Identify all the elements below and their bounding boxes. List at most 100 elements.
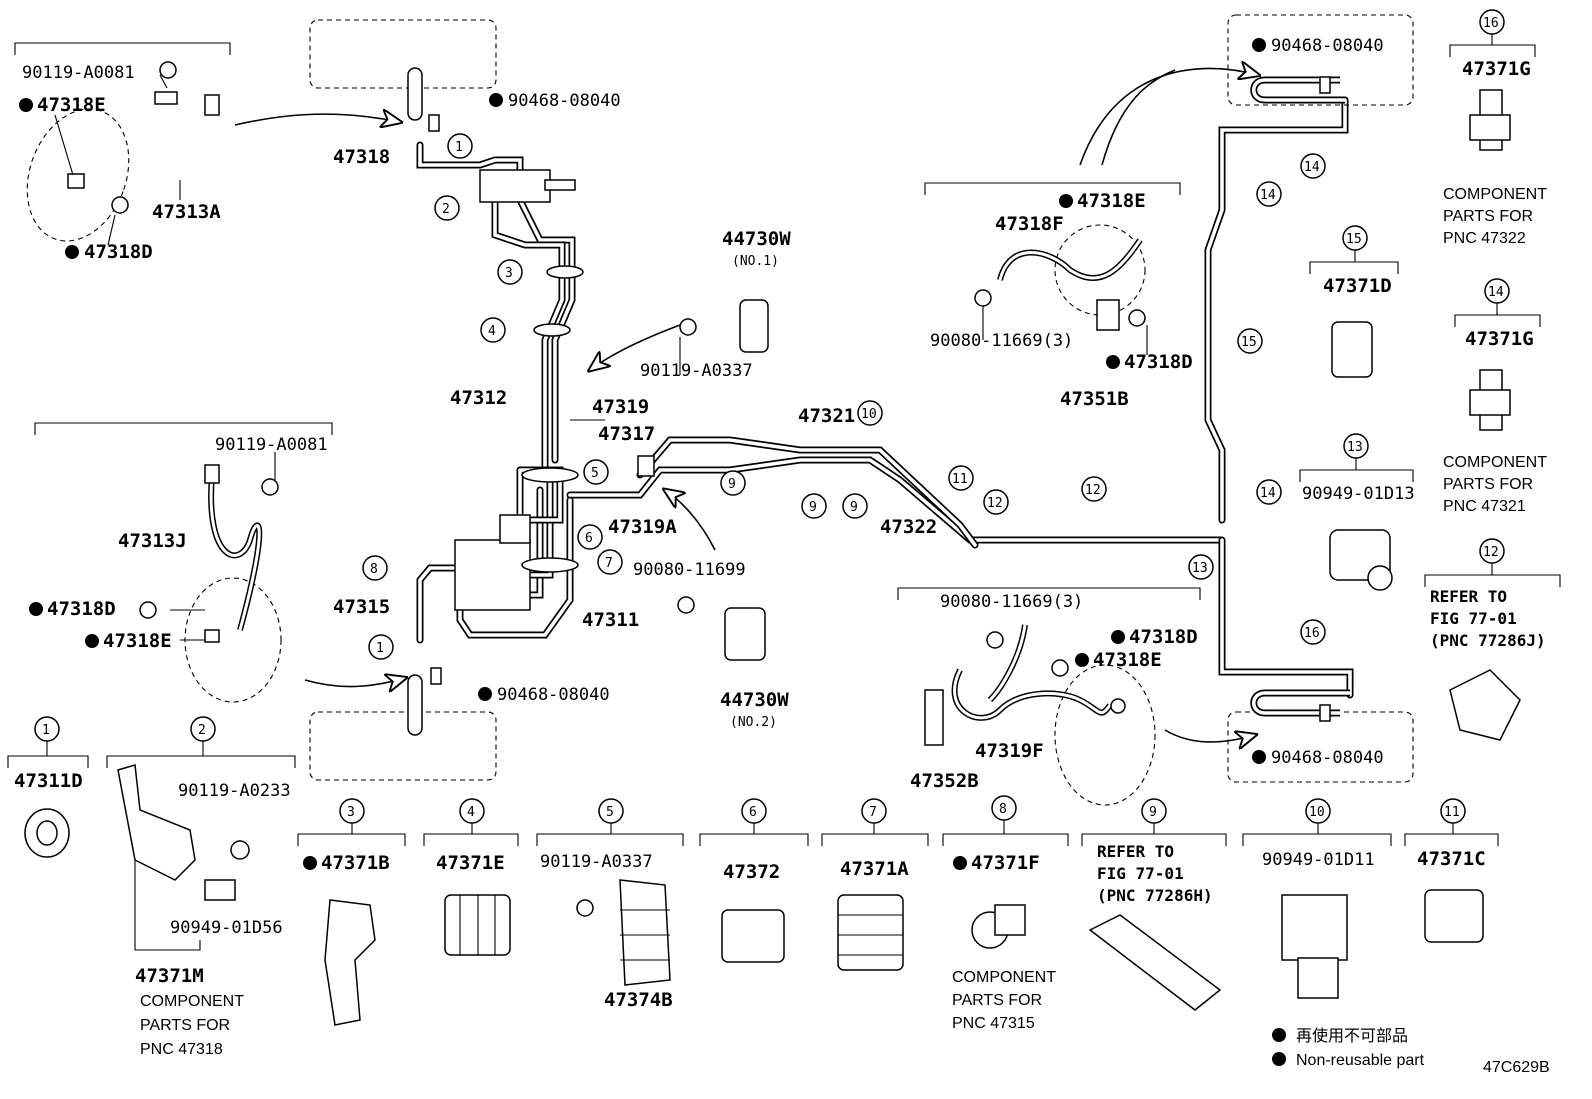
group-main-lines: 47318 90468-08040 47312 47319 47317 4731… [309, 19, 1354, 781]
figure-code: 47C629B [1483, 1059, 1550, 1076]
callout[interactable]: 2 [434, 195, 460, 221]
callout[interactable]: 7 [597, 549, 623, 575]
bolt-icon [974, 289, 992, 307]
label-90080-11669-3[interactable]: 90080-11669(3) [930, 331, 1073, 351]
callout[interactable]: 13 [1188, 554, 1214, 580]
svg-text:15: 15 [1346, 232, 1362, 247]
callout[interactable]: 12 [983, 489, 1009, 515]
callout[interactable]: 14 [1256, 181, 1282, 207]
nonreusable-dot [1252, 750, 1266, 764]
label-90119-A0337[interactable]: 90119-A0337 [640, 361, 753, 381]
label-no1: (NO.1) [732, 254, 779, 269]
callout[interactable]: 11 [948, 465, 974, 491]
callout[interactable]: 9 [842, 493, 868, 519]
svg-text:REFER TO: REFER TO [1097, 842, 1174, 861]
part-47371C[interactable]: 47371C [1417, 848, 1486, 870]
label-44730W-no1[interactable]: 44730W [722, 228, 791, 250]
label-47318E[interactable]: 47318E [37, 94, 106, 116]
part-47371G[interactable]: 47371G [1462, 58, 1531, 80]
label-47321[interactable]: 47321 [798, 405, 855, 427]
part-90119-A0233[interactable]: 90119-A0233 [178, 781, 291, 801]
svg-text:12: 12 [987, 496, 1003, 511]
label-90080-11699[interactable]: 90080-11699 [633, 560, 746, 580]
part-47371E[interactable]: 47371E [436, 852, 505, 874]
label-47352B[interactable]: 47352B [910, 770, 979, 792]
label-47318D[interactable]: 47318D [1129, 626, 1198, 648]
label-47318E[interactable]: 47318E [103, 630, 172, 652]
clamp-47372 [721, 909, 785, 963]
label-47313J[interactable]: 47313J [118, 530, 187, 552]
clip-icon [1110, 698, 1126, 714]
nonreusable-dot [478, 687, 492, 701]
callout[interactable]: 6 [577, 524, 603, 550]
nonreusable-dot [1059, 194, 1073, 208]
callout[interactable]: 1 [447, 133, 473, 159]
label-47312[interactable]: 47312 [450, 387, 507, 409]
part-47371M[interactable]: 47371M [135, 965, 204, 987]
label-47318E[interactable]: 47318E [1093, 649, 1162, 671]
svg-text:4: 4 [467, 805, 475, 820]
part-47374B[interactable]: 47374B [604, 989, 673, 1011]
part-47372[interactable]: 47372 [723, 861, 780, 883]
label-90119-A0081[interactable]: 90119-A0081 [22, 63, 135, 83]
junction-block [637, 455, 655, 477]
callout[interactable]: 14 [1300, 153, 1326, 179]
callout[interactable]: 4 [480, 317, 506, 343]
label-90468-08040[interactable]: 90468-08040 [1271, 36, 1384, 56]
part-90949-01D56[interactable]: 90949-01D56 [170, 918, 283, 938]
callout[interactable]: 9 [720, 470, 746, 496]
part-47371G[interactable]: 47371G [1465, 328, 1534, 350]
detail-1: 1 47311D [7, 716, 89, 858]
label-47318D[interactable]: 47318D [1124, 351, 1193, 373]
part-47311D[interactable]: 47311D [14, 770, 83, 792]
detail-2: 2 90119-A0233 90949-01D56 47371M COMPONE… [106, 716, 296, 1058]
label-47318E[interactable]: 47318E [1077, 190, 1146, 212]
label-47318[interactable]: 47318 [333, 146, 390, 168]
label-90468-08040[interactable]: 90468-08040 [1271, 748, 1384, 768]
callout[interactable]: 15 [1237, 328, 1263, 354]
callout[interactable]: 12 [1081, 476, 1107, 502]
callout[interactable]: 8 [362, 555, 388, 581]
part-90949-01D13[interactable]: 90949-01D13 [1302, 484, 1415, 504]
part-47371D[interactable]: 47371D [1323, 275, 1392, 297]
part-47371B[interactable]: 47371B [321, 852, 390, 874]
label-44730W-no2[interactable]: 44730W [720, 689, 789, 711]
callout[interactable]: 1 [368, 634, 394, 660]
label-47311[interactable]: 47311 [582, 609, 639, 631]
label-90468-08040[interactable]: 90468-08040 [508, 91, 621, 111]
label-47318F[interactable]: 47318F [995, 213, 1064, 235]
nonreusable-dot [1106, 355, 1120, 369]
part-90119-A0337[interactable]: 90119-A0337 [540, 852, 653, 872]
callout[interactable]: 16 [1300, 619, 1326, 645]
callout[interactable]: 5 [583, 459, 609, 485]
label-47319F[interactable]: 47319F [975, 740, 1044, 762]
label-47317[interactable]: 47317 [598, 423, 655, 445]
nonreusable-dot [65, 245, 79, 259]
part-90949-01D11[interactable]: 90949-01D11 [1262, 850, 1375, 870]
clip-icon [430, 667, 442, 685]
part-47371A[interactable]: 47371A [840, 858, 909, 880]
label-47315[interactable]: 47315 [333, 596, 390, 618]
svg-text:7: 7 [605, 556, 613, 571]
svg-text:14: 14 [1488, 285, 1504, 300]
label-47351B[interactable]: 47351B [1060, 388, 1129, 410]
part-47371F[interactable]: 47371F [971, 852, 1040, 874]
clip-icon [204, 879, 236, 901]
label-90119-A0081[interactable]: 90119-A0081 [215, 435, 328, 455]
callout[interactable]: 10 [857, 400, 883, 426]
label-90468-08040[interactable]: 90468-08040 [497, 685, 610, 705]
svg-text:7: 7 [869, 805, 877, 820]
label-47318D[interactable]: 47318D [47, 598, 116, 620]
label-47318D[interactable]: 47318D [84, 241, 153, 263]
label-47319A[interactable]: 47319A [608, 516, 677, 538]
lower-body-box [309, 711, 497, 781]
label-47319[interactable]: 47319 [592, 396, 649, 418]
label-47313A[interactable]: 47313A [152, 201, 221, 223]
callout[interactable]: 9 [801, 493, 827, 519]
callout[interactable]: 14 [1256, 479, 1282, 505]
callout[interactable]: 3 [497, 259, 523, 285]
label-47322[interactable]: 47322 [880, 516, 937, 538]
svg-text:FIG 77-01: FIG 77-01 [1430, 609, 1517, 628]
label-90080-11669-3[interactable]: 90080-11669(3) [940, 592, 1083, 612]
